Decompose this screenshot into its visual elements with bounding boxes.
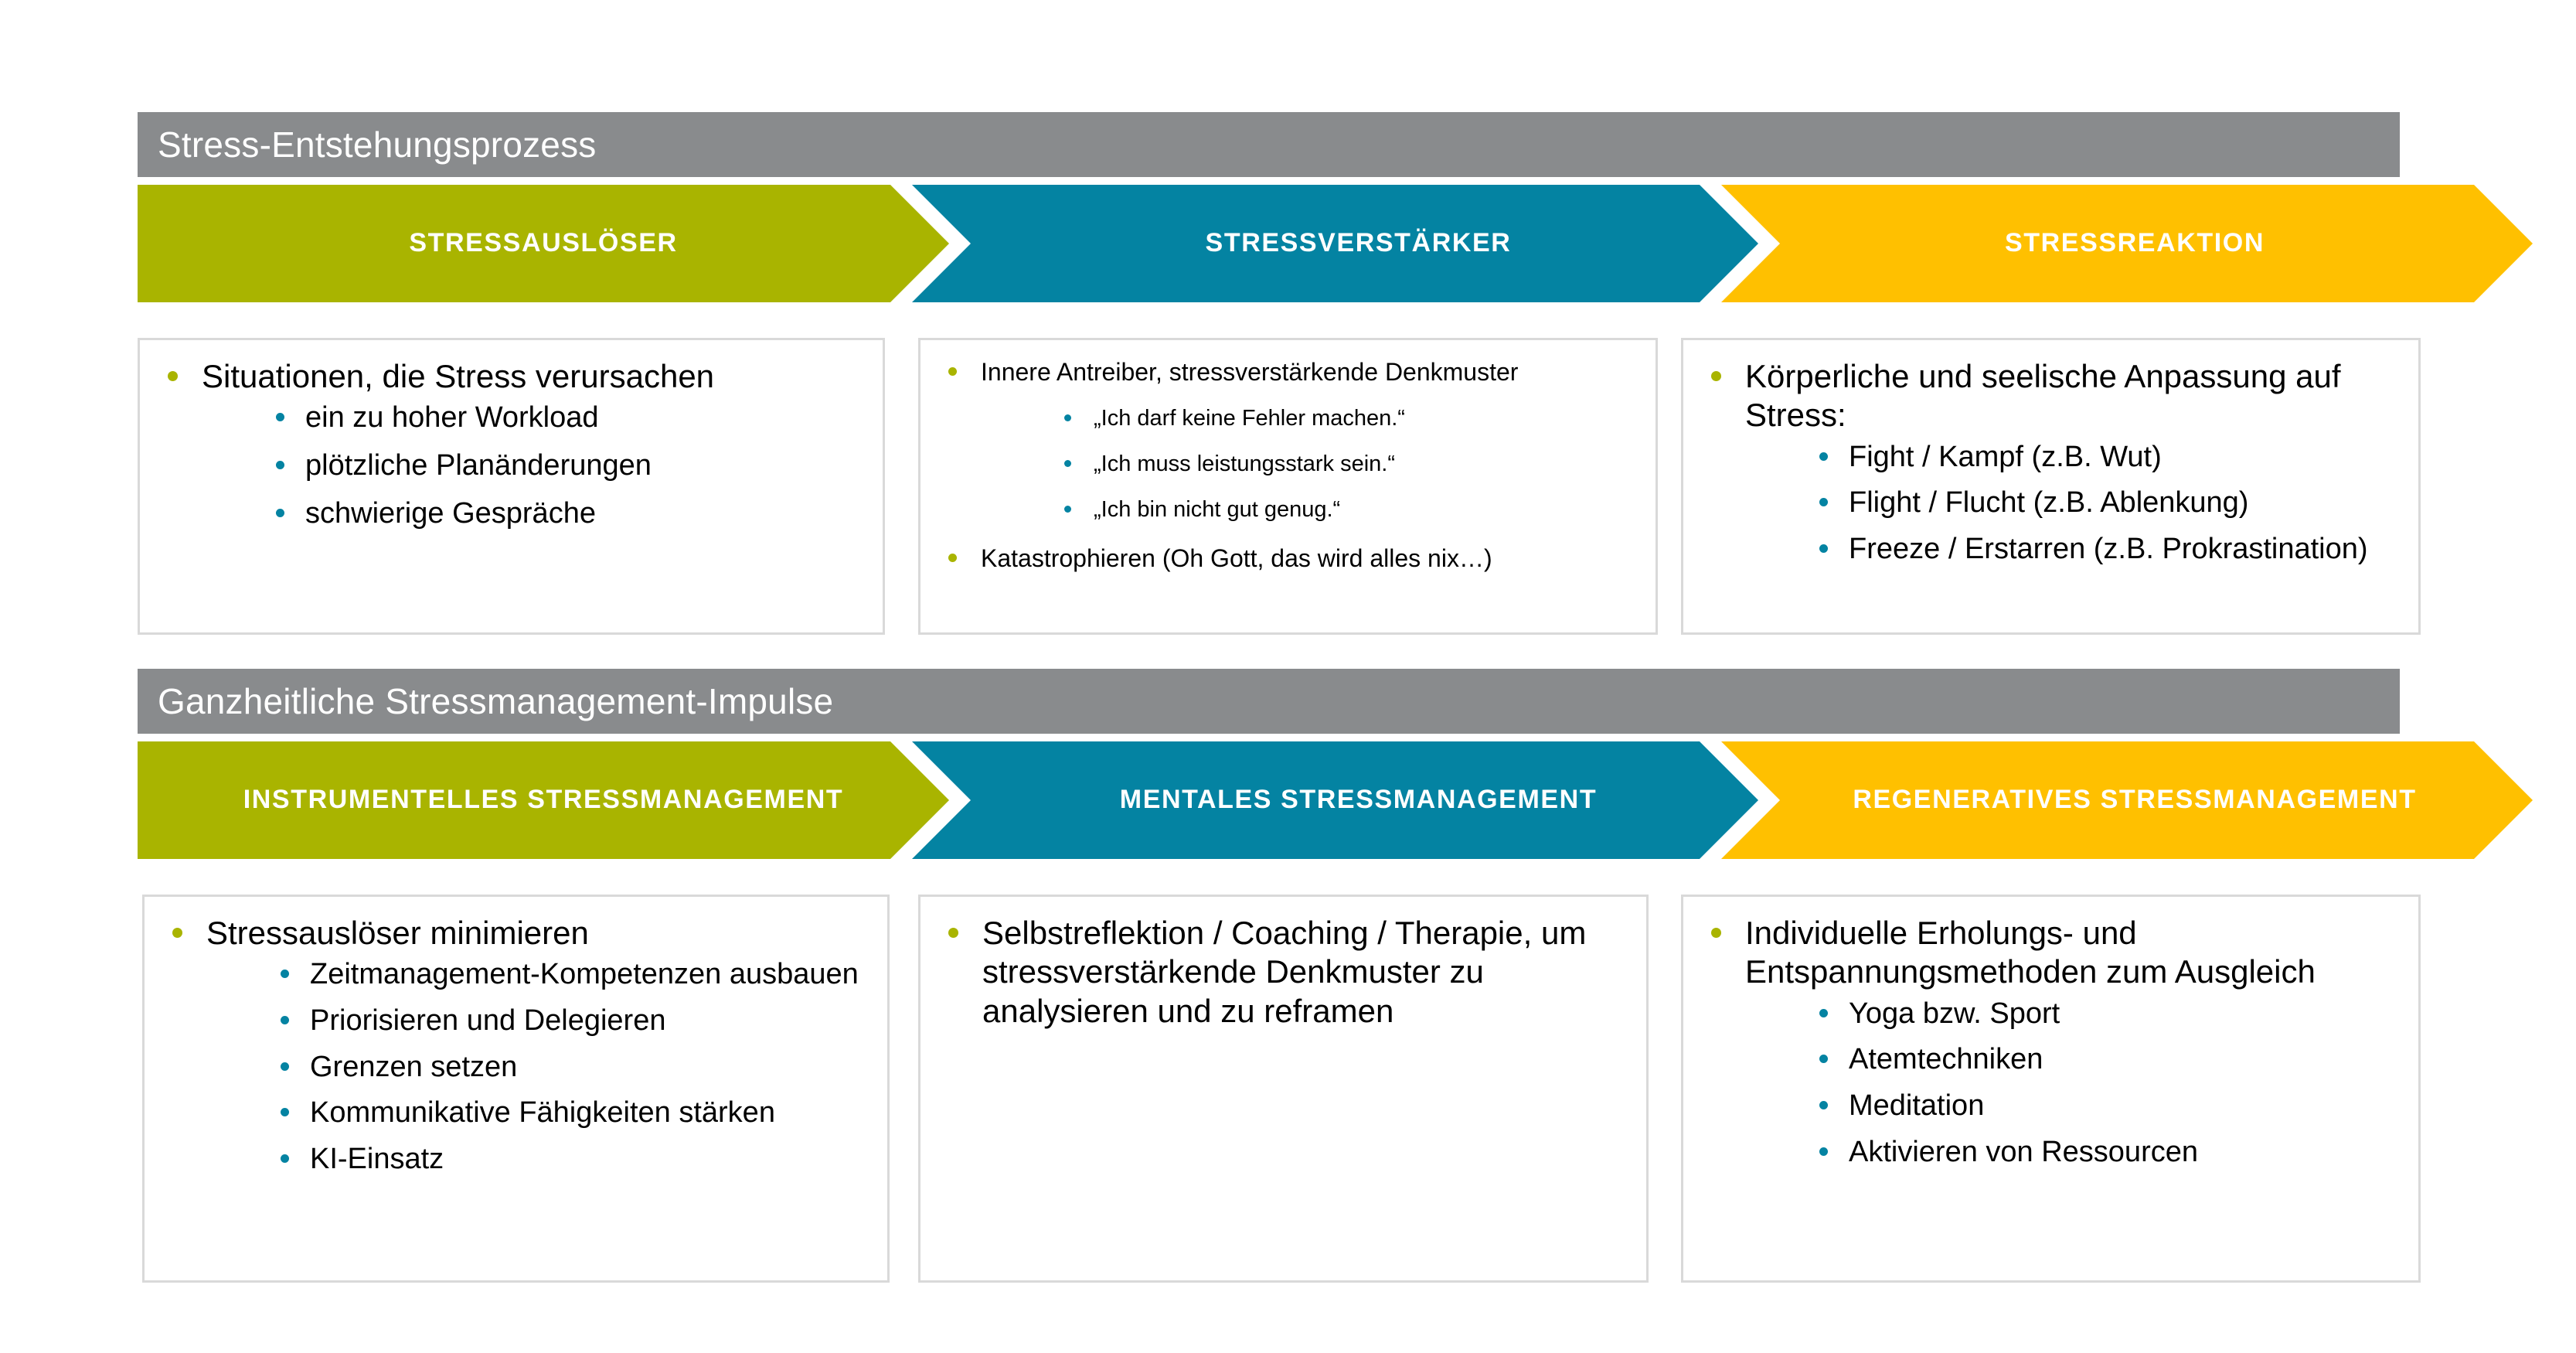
card-stressverstaerker: Innere Antreiber, stressverstärkende Den… <box>918 338 1658 635</box>
chevron-stressverstaerker: STRESSVERSTÄRKER <box>912 185 1758 302</box>
chevron-stressreaktion: STRESSREAKTION <box>1721 185 2533 302</box>
list-item-label: ein zu hoher Workload <box>305 401 599 435</box>
section-title-bar-stressmanagement: Ganzheitliche Stressmanagement-Impulse <box>138 669 2400 734</box>
list-item-label: Stressauslöser minimieren <box>206 915 589 951</box>
list-item: „Ich muss leistungsstark sein.“ <box>1058 451 1635 478</box>
list-item-label: Innere Antreiber, stressverstärkende Den… <box>981 358 1519 386</box>
list-item: Freeze / Erstarren (z.B. Prokrastination… <box>1813 532 2398 567</box>
list-item: Stressauslöser minimieren Zeitmanagement… <box>158 914 867 1177</box>
list-item-label: Aktivieren von Ressourcen <box>1849 1135 2198 1168</box>
list-item: Körperliche und seelische Anpassung auf … <box>1697 357 2398 567</box>
list-item: plötzliche Planänderungen <box>270 448 863 484</box>
list-item: Individuelle Erholungs- und Entspannungs… <box>1697 914 2398 1170</box>
sub-bullet-list: Yoga bzw. Sport Atemtechniken Meditation… <box>1745 997 2398 1170</box>
chevron-mentales-stressmanagement: MENTALES STRESSMANAGEMENT <box>912 741 1758 859</box>
list-item-label: „Ich darf keine Fehler machen.“ <box>1094 406 1405 431</box>
chevron-band-stress-process: STRESSAUSLÖSER STRESSVERSTÄRKER STRESSRE… <box>138 185 2456 302</box>
section-title-bar-stress-process: Stress-Entstehungsprozess <box>138 112 2400 177</box>
chevron-label: MENTALES STRESSMANAGEMENT <box>1119 785 1598 815</box>
sub-bullet-list: Fight / Kampf (z.B. Wut) Flight / Flucht… <box>1745 440 2398 567</box>
card-stressausloeser: Situationen, die Stress verursachen ein … <box>138 338 885 635</box>
list-item-label: Körperliche und seelische Anpassung auf … <box>1745 358 2341 434</box>
list-item-label: „Ich bin nicht gut genug.“ <box>1094 496 1341 522</box>
section-title-text: Stress-Entstehungsprozess <box>158 124 597 165</box>
list-item: Kommunikative Fähigkeiten stärken <box>274 1096 867 1131</box>
list-item-label: Grenzen setzen <box>310 1050 518 1083</box>
list-item: „Ich darf keine Fehler machen.“ <box>1058 405 1635 432</box>
chevron-label: REGENERATIVES STRESSMANAGEMENT <box>1853 785 2417 815</box>
list-item-label: Kommunikative Fähigkeiten stärken <box>310 1096 775 1130</box>
list-item: Aktivieren von Ressourcen <box>1813 1135 2398 1171</box>
list-item: Meditation <box>1813 1089 2398 1124</box>
card-instrumentelles-stressmanagement: Stressauslöser minimieren Zeitmanagement… <box>142 895 890 1283</box>
list-item-label: Fight / Kampf (z.B. Wut) <box>1849 440 2162 473</box>
list-item: Selbstreflektion / Coaching / Therapie, … <box>934 914 1626 1031</box>
list-item-label: Priorisieren und Delegieren <box>310 1004 666 1037</box>
bullet-list: Körperliche und seelische Anpassung auf … <box>1697 357 2398 567</box>
chevron-instrumentelles-stressmanagement: INSTRUMENTELLES STRESSMANAGEMENT <box>138 741 949 859</box>
list-item-label: Freeze / Erstarren (z.B. Prokrastination… <box>1849 532 2368 565</box>
list-item: Atemtechniken <box>1813 1042 2398 1078</box>
bullet-list: Stressauslöser minimieren Zeitmanagement… <box>158 914 867 1177</box>
list-item: Yoga bzw. Sport <box>1813 997 2398 1032</box>
chevron-label: INSTRUMENTELLES STRESSMANAGEMENT <box>243 785 844 815</box>
sub-bullet-list: ein zu hoher Workload plötzliche Planänd… <box>202 400 863 531</box>
list-item: Situationen, die Stress verursachen ein … <box>154 357 863 531</box>
list-item: Fight / Kampf (z.B. Wut) <box>1813 440 2398 475</box>
list-item: Katastrophieren (Oh Gott, das wird alles… <box>934 544 1635 573</box>
list-item-label: KI-Einsatz <box>310 1142 444 1175</box>
list-item-label: Selbstreflektion / Coaching / Therapie, … <box>982 915 1587 1029</box>
card-stressreaktion: Körperliche und seelische Anpassung auf … <box>1681 338 2421 635</box>
list-item: „Ich bin nicht gut genug.“ <box>1058 496 1635 523</box>
list-item: Zeitmanagement-Kompetenzen ausbauen <box>274 957 867 993</box>
list-item-label: Katastrophieren (Oh Gott, das wird alles… <box>981 544 1492 572</box>
list-item: Priorisieren und Delegieren <box>274 1004 867 1039</box>
sub-bullet-list: Zeitmanagement-Kompetenzen ausbauen Prio… <box>206 957 867 1177</box>
list-item-label: Yoga bzw. Sport <box>1849 997 2060 1030</box>
chevron-label: STRESSREAKTION <box>2005 228 2265 258</box>
list-item: KI-Einsatz <box>274 1142 867 1177</box>
list-item-label: plötzliche Planänderungen <box>305 448 652 482</box>
sub-bullet-list: „Ich darf keine Fehler machen.“ „Ich mus… <box>981 405 1635 523</box>
section-title-text: Ganzheitliche Stressmanagement-Impulse <box>158 681 834 721</box>
chevron-band-stressmanagement: INSTRUMENTELLES STRESSMANAGEMENT MENTALE… <box>138 741 2456 859</box>
bullet-list: Innere Antreiber, stressverstärkende Den… <box>934 357 1635 573</box>
list-item-label: Individuelle Erholungs- und Entspannungs… <box>1745 915 2316 990</box>
list-item-label: Situationen, die Stress verursachen <box>202 358 715 394</box>
bullet-list: Situationen, die Stress verursachen ein … <box>154 357 863 531</box>
list-item: schwierige Gespräche <box>270 496 863 532</box>
list-item: Grenzen setzen <box>274 1050 867 1085</box>
list-item-label: Atemtechniken <box>1849 1043 2043 1076</box>
bullet-list: Individuelle Erholungs- und Entspannungs… <box>1697 914 2398 1170</box>
card-mentales-stressmanagement: Selbstreflektion / Coaching / Therapie, … <box>918 895 1649 1283</box>
list-item-label: Flight / Flucht (z.B. Ablenkung) <box>1849 486 2249 520</box>
list-item-label: schwierige Gespräche <box>305 496 596 530</box>
chevron-regeneratives-stressmanagement: REGENERATIVES STRESSMANAGEMENT <box>1721 741 2533 859</box>
list-item: ein zu hoher Workload <box>270 400 863 436</box>
card-regeneratives-stressmanagement: Individuelle Erholungs- und Entspannungs… <box>1681 895 2421 1283</box>
bullet-list: Selbstreflektion / Coaching / Therapie, … <box>934 914 1626 1031</box>
list-item: Flight / Flucht (z.B. Ablenkung) <box>1813 486 2398 521</box>
list-item-label: Zeitmanagement-Kompetenzen ausbauen <box>310 958 859 991</box>
list-item: Innere Antreiber, stressverstärkende Den… <box>934 357 1635 523</box>
list-item-label: Meditation <box>1849 1089 1985 1122</box>
chevron-stressausloeser: STRESSAUSLÖSER <box>138 185 949 302</box>
chevron-label: STRESSAUSLÖSER <box>409 228 678 258</box>
list-item-label: „Ich muss leistungsstark sein.“ <box>1094 452 1396 477</box>
chevron-label: STRESSVERSTÄRKER <box>1205 228 1512 258</box>
